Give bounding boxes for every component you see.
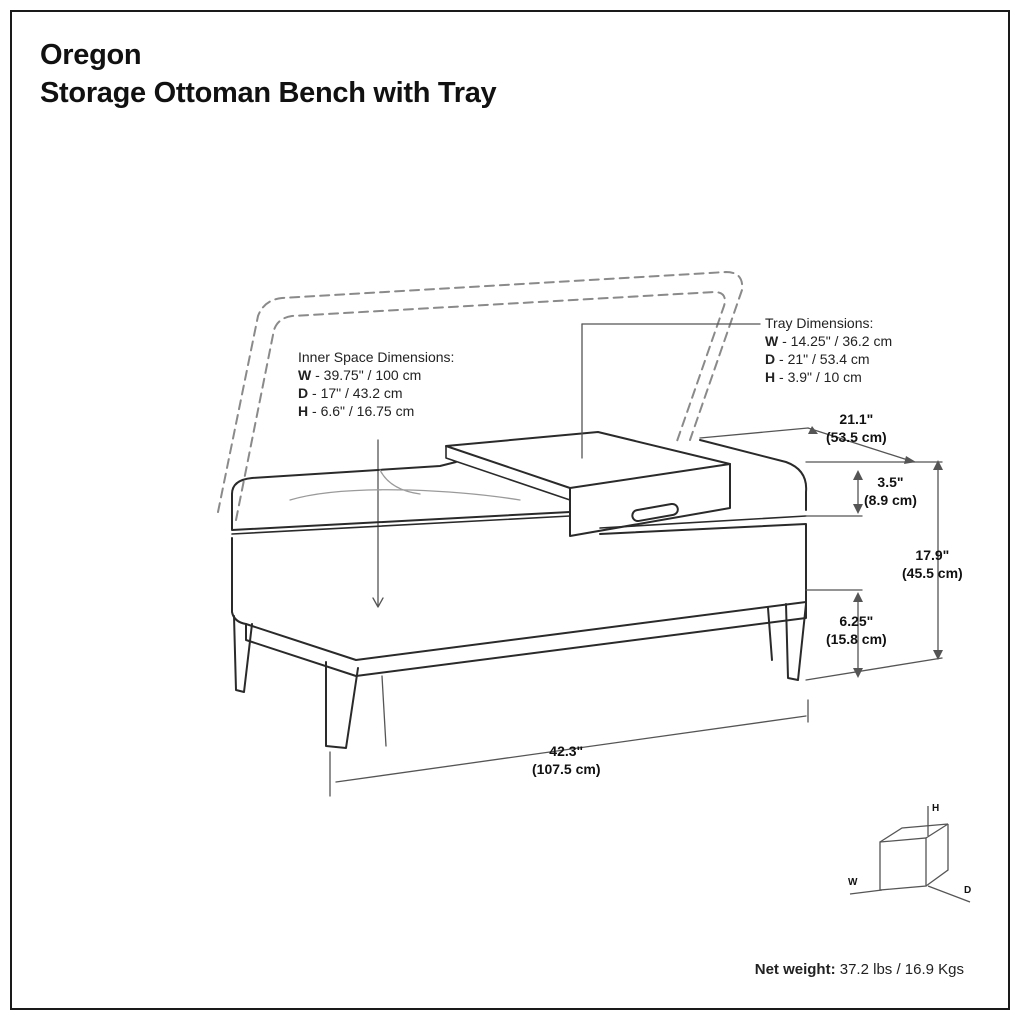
ottoman-body xyxy=(231,523,807,661)
leg-front-right xyxy=(785,603,807,681)
cushion-top xyxy=(231,439,808,511)
axis-label-w: W xyxy=(848,877,858,888)
tray-heading: Tray Dimensions: xyxy=(765,315,874,331)
cushion-tufting xyxy=(289,469,521,501)
net-weight: Net weight: 37.2 lbs / 16.9 Kgs xyxy=(755,961,964,978)
tray-h: H - 3.9" / 10 cm xyxy=(765,369,862,385)
inner-space-heading: Inner Space Dimensions: xyxy=(298,349,455,365)
width-dimension: 42.3" (107.5 cm) xyxy=(532,743,601,777)
inner-space-w: W - 39.75" / 100 cm xyxy=(298,367,422,383)
title-line-2: Storage Ottoman Bench with Tray xyxy=(40,77,497,109)
leg-front-left xyxy=(325,661,359,749)
diagram-frame xyxy=(10,10,1010,1010)
inner-space-d: D - 17" / 43.2 cm xyxy=(298,385,403,401)
inner-pointer-arrow xyxy=(372,597,384,608)
tray-handle xyxy=(631,502,679,523)
tray-d: D - 21" / 53.4 cm xyxy=(765,351,870,367)
cushion-front-top xyxy=(231,493,571,531)
depth-dimension: 21.1" (53.5 cm) xyxy=(826,411,887,445)
axis-cube-icon xyxy=(849,806,971,903)
tray-front xyxy=(569,463,731,537)
tray-top xyxy=(445,431,731,489)
height-guide-bottom xyxy=(805,657,943,681)
leg-back-right xyxy=(767,607,773,661)
open-lid-inner-outline xyxy=(235,291,726,521)
open-lid-outline xyxy=(217,271,744,513)
leg-back-left xyxy=(233,615,253,693)
axis-label-h: H xyxy=(932,803,940,814)
inner-space-dimensions: Inner Space Dimensions: W - 39.75" / 100… xyxy=(298,348,454,420)
cushion-height-dimension: 3.5" (8.9 cm) xyxy=(864,474,917,508)
net-weight-value: 37.2 lbs / 16.9 Kgs xyxy=(835,961,964,978)
tray-w: W - 14.25" / 36.2 cm xyxy=(765,333,893,349)
tray-dimensions: Tray Dimensions: W - 14.25" / 36.2 cm D … xyxy=(765,314,892,386)
title-line-1: Oregon xyxy=(40,39,142,71)
product-title: Oregon Storage Ottoman Bench with Tray xyxy=(40,36,497,112)
depth-leader xyxy=(699,427,809,439)
tray-side xyxy=(445,445,571,501)
lid-seam xyxy=(231,515,807,535)
net-weight-label: Net weight: xyxy=(754,961,836,978)
leg-dim-line-left xyxy=(381,675,387,747)
width-dim-line xyxy=(335,715,807,783)
axis-label-d: D xyxy=(964,885,972,896)
inner-space-h: H - 6.6" / 16.75 cm xyxy=(298,403,415,419)
total-height-dimension: 17.9" (45.5 cm) xyxy=(902,547,963,581)
leg-height-dimension: 6.25" (15.8 cm) xyxy=(826,613,887,647)
